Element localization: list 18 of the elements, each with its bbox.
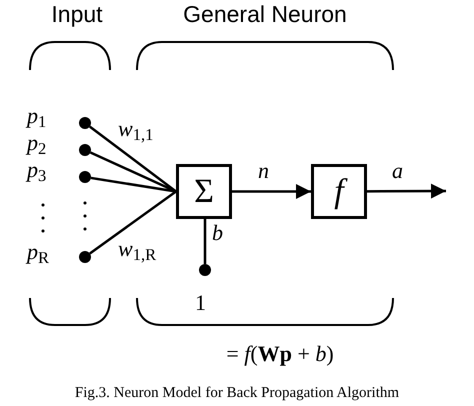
section-heading: Input [50, 0, 104, 29]
node-label: p$_{3}$ [27, 159, 46, 181]
arrow [232, 184, 311, 199]
node-label: p$_{2}$ [27, 132, 46, 154]
connector-line [90, 176, 176, 193]
process-box: f [311, 164, 367, 219]
process-box: Σ [176, 164, 232, 219]
node-label: p$_{R}$ [27, 241, 50, 263]
caption: Fig.3. Neuron Model for Back Propagation Algorithm [74, 386, 400, 401]
connector-line [204, 219, 206, 264]
node-label: p$_{1}$ [27, 105, 46, 127]
node-label: 1 [195, 292, 206, 314]
connector-line [90, 151, 177, 193]
arrow [367, 184, 446, 199]
connector-line [89, 190, 177, 254]
formula: = f(Wp + b) [225, 340, 335, 368]
section-heading: General Neuron [182, 0, 348, 29]
connector-line [89, 126, 177, 192]
